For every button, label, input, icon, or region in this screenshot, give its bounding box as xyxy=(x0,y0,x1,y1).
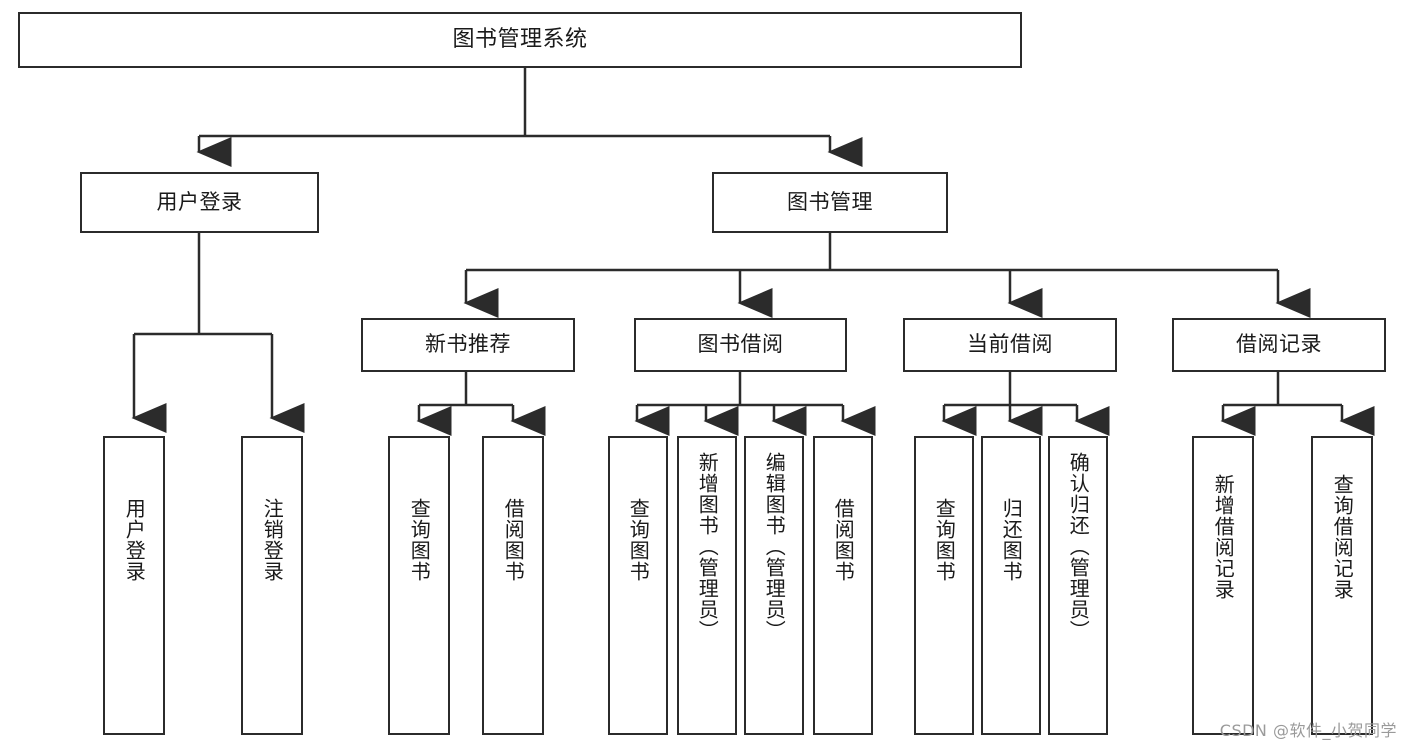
leaf-label: 查询借阅记录 xyxy=(1330,474,1355,600)
leaf-user-login-login[interactable]: 用户登录 xyxy=(103,436,165,735)
leaf-new-book-query[interactable]: 查询图书 xyxy=(388,436,450,735)
leaf-label: 借阅图书 xyxy=(501,498,526,582)
leaf-new-book-borrow[interactable]: 借阅图书 xyxy=(482,436,544,735)
leaf-book-borrow-borrow[interactable]: 借阅图书 xyxy=(813,436,873,735)
leaf-label: 确认归还（管理员） xyxy=(1066,452,1091,641)
leaf-label: 编辑图书（管理员） xyxy=(762,452,787,641)
leaf-current-borrow-return[interactable]: 归还图书 xyxy=(981,436,1041,735)
leaf-label: 注销登录 xyxy=(260,498,285,582)
leaf-label: 用户登录 xyxy=(122,498,147,582)
node-new-book-recommend[interactable]: 新书推荐 xyxy=(361,318,575,372)
leaf-borrow-record-add[interactable]: 新增借阅记录 xyxy=(1192,436,1254,735)
leaf-label: 查询图书 xyxy=(407,498,432,582)
node-user-login[interactable]: 用户登录 xyxy=(80,172,319,233)
leaf-label: 归还图书 xyxy=(999,498,1024,582)
leaf-borrow-record-query[interactable]: 查询借阅记录 xyxy=(1311,436,1373,735)
leaf-current-borrow-confirm-return[interactable]: 确认归还（管理员） xyxy=(1048,436,1108,735)
node-book-management[interactable]: 图书管理 xyxy=(712,172,948,233)
leaf-label: 查询图书 xyxy=(626,498,651,582)
csdn-watermark: CSDN @软件_小贺同学 xyxy=(1219,721,1397,740)
node-current-borrow[interactable]: 当前借阅 xyxy=(903,318,1117,372)
leaf-book-borrow-add[interactable]: 新增图书（管理员） xyxy=(677,436,737,735)
node-root-system[interactable]: 图书管理系统 xyxy=(18,12,1022,68)
leaf-label: 新增图书（管理员） xyxy=(695,452,720,641)
leaf-label: 借阅图书 xyxy=(831,498,856,582)
leaf-label: 新增借阅记录 xyxy=(1211,474,1236,600)
leaf-current-borrow-query[interactable]: 查询图书 xyxy=(914,436,974,735)
leaf-book-borrow-query[interactable]: 查询图书 xyxy=(608,436,668,735)
leaf-label: 查询图书 xyxy=(932,498,957,582)
leaf-book-borrow-edit[interactable]: 编辑图书（管理员） xyxy=(744,436,804,735)
leaf-user-login-logout[interactable]: 注销登录 xyxy=(241,436,303,735)
node-book-borrow[interactable]: 图书借阅 xyxy=(634,318,847,372)
node-borrow-record[interactable]: 借阅记录 xyxy=(1172,318,1386,372)
